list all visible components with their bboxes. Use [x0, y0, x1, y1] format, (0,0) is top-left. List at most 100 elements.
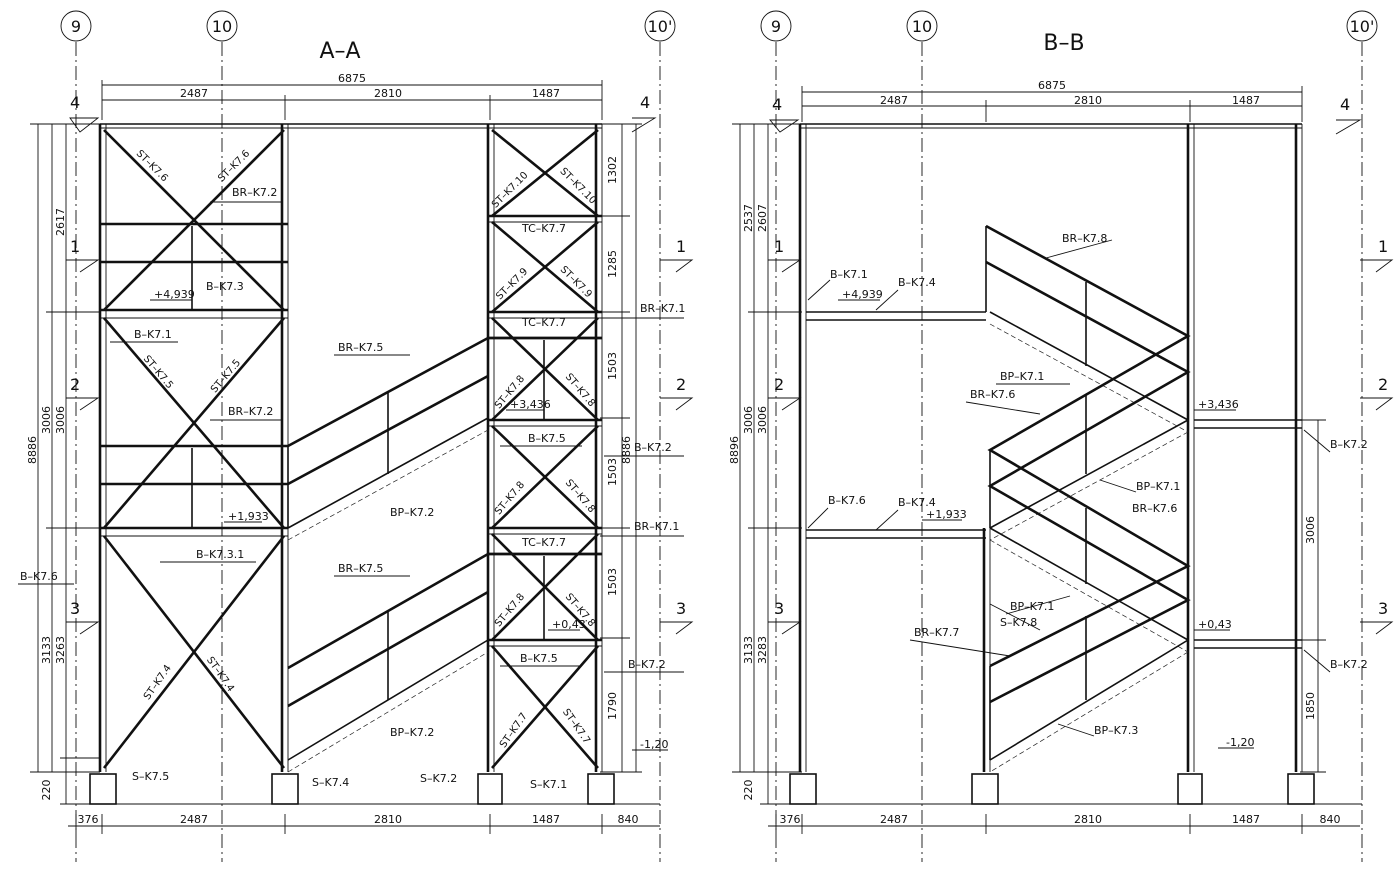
dim-bay2: 2810 — [1074, 94, 1102, 107]
label-br-k7-2: BR–K7.2 — [228, 405, 273, 418]
bottom-dimensions: 376 2487 2810 1487 840 — [68, 813, 660, 834]
level-mark: 1 — [70, 237, 80, 256]
dim-bay3: 1487 — [1232, 94, 1260, 107]
dim-right: 1285 — [606, 250, 619, 278]
dim-bottom-bay2: 2810 — [1074, 813, 1102, 826]
dim-bottom-bay3: 1487 — [1232, 813, 1260, 826]
label-br-k7-1: BR–K7.1 — [640, 302, 685, 315]
elevation-markers: +4,939 +1,933 +3,436 +0,43 -1,20 — [838, 288, 1254, 749]
grid-label-10-prime: 10' — [648, 17, 673, 36]
level-mark: 2 — [70, 375, 80, 394]
level-mark: 3 — [1378, 599, 1388, 618]
dim-right: 1790 — [606, 692, 619, 720]
elev-4939: +4,939 — [154, 288, 195, 301]
label-bp-k7-1: BP–K7.1 — [1000, 370, 1044, 383]
elevation-markers: +4,939 +1,933 +3,436 +0,43 -1,20 — [150, 288, 668, 751]
dim-bottom-bay2: 2810 — [374, 813, 402, 826]
dim-height-b: 3006 — [40, 406, 53, 434]
level-mark: 4 — [1340, 95, 1350, 114]
right-dimensions: 3006 1850 — [1300, 419, 1326, 773]
left-dimensions: 8896 2537 2607 3006 3006 3133 3283 220 — [728, 123, 802, 805]
section-a-a: 9 10 10' A–A 6875 2487 2810 1487 — [18, 10, 694, 862]
label-bp-k7-2: BP–K7.2 — [390, 506, 434, 519]
dim-bay3: 1487 — [532, 87, 560, 100]
top-dimensions: 6875 2487 2810 1487 — [801, 79, 1303, 122]
grid-label-9: 9 — [71, 17, 81, 36]
elev-043: +0,43 — [552, 618, 586, 631]
label-br-k7-5: BR–K7.5 — [338, 562, 383, 575]
label-st-k7-5: ST–K7.5 — [209, 358, 243, 396]
beams — [800, 123, 1302, 649]
label-s-k7-4: S–K7.4 — [312, 776, 349, 789]
label-b-k7-2: B–K7.2 — [1330, 658, 1368, 671]
dim-right: 1850 — [1304, 692, 1317, 720]
dim-base: 220 — [40, 780, 53, 801]
dim-height-c2: 3263 — [54, 636, 67, 664]
foundations — [60, 773, 660, 805]
level-markers: 4 4 1 1 2 2 3 3 — [66, 93, 694, 635]
label-b-k7-6: B–K7.6 — [20, 570, 58, 583]
bottom-dimensions: 376 2487 2810 1487 840 — [768, 813, 1360, 834]
dim-height-c2: 3283 — [756, 636, 769, 664]
level-mark: 4 — [70, 93, 80, 112]
label-b-k7-2: B–K7.2 — [634, 441, 672, 454]
dim-bay2: 2810 — [374, 87, 402, 100]
dim-bottom-bay3: 1487 — [532, 813, 560, 826]
left-bay-beams — [100, 222, 288, 537]
level-mark: 2 — [676, 375, 686, 394]
section-title: B–B — [1043, 31, 1084, 56]
dim-bottom-right: 840 — [1320, 813, 1341, 826]
dim-right: 3006 — [1304, 516, 1317, 544]
grid-axis-10p-b: 10' — [1346, 10, 1378, 862]
columns — [798, 124, 1303, 772]
label-st-k7-4: ST–K7.4 — [204, 655, 236, 694]
label-s-k7-2: S–K7.2 — [420, 772, 457, 785]
left-dimensions: 8886 2617 3006 3006 3133 3263 220 — [26, 123, 100, 805]
dim-bottom-left: 376 — [78, 813, 99, 826]
level-mark: 3 — [676, 599, 686, 618]
dim-total-height: 8896 — [728, 436, 741, 464]
label-bp-k7-1: BP–K7.1 — [1136, 480, 1180, 493]
label-br-k7-6: BR–K7.6 — [1132, 502, 1177, 515]
label-b-k7-1: B–K7.1 — [134, 328, 172, 341]
grid-label-10: 10 — [912, 17, 932, 36]
grid-axis-10-a: 10 — [206, 10, 238, 862]
elev-1933: +1,933 — [926, 508, 967, 521]
dim-height-a: 2617 — [54, 208, 67, 236]
dim-overall: 6875 — [1038, 79, 1066, 92]
label-b-k7-5: B–K7.5 — [520, 652, 558, 665]
elev-4939: +4,939 — [842, 288, 883, 301]
dim-total-height: 8886 — [26, 436, 39, 464]
label-s-k7-8: S–K7.8 — [1000, 616, 1037, 629]
dim-height-c: 3133 — [40, 636, 53, 664]
elev-3436: +3,436 — [1198, 398, 1239, 411]
left-bay-bracing — [102, 129, 286, 769]
dim-bottom-bay1: 2487 — [880, 813, 908, 826]
label-s-k7-1: S–K7.1 — [530, 778, 567, 791]
level-mark: 2 — [774, 375, 784, 394]
dim-height-b2: 3006 — [756, 406, 769, 434]
grid-axis-10-b: 10 — [906, 10, 938, 862]
label-b-k7-2: B–K7.2 — [628, 658, 666, 671]
label-st-k7-5: ST–K7.5 — [141, 354, 175, 392]
label-br-k7-8: BR–K7.8 — [1062, 232, 1107, 245]
foundations — [760, 773, 1362, 805]
label-b-k7-5: B–K7.5 — [528, 432, 566, 445]
level-mark: 1 — [774, 237, 784, 256]
level-mark: 3 — [70, 599, 80, 618]
dim-bottom-bay1: 2487 — [180, 813, 208, 826]
dim-height-a: 2537 — [742, 204, 755, 232]
level-mark: 1 — [1378, 237, 1388, 256]
top-dimensions: 6875 2487 2810 1487 — [101, 72, 603, 120]
dim-right: 1503 — [606, 568, 619, 596]
level-markers: 4 4 1 1 2 2 3 3 — [768, 95, 1394, 635]
dim-right: 1503 — [606, 458, 619, 486]
handrails — [287, 336, 602, 708]
label-br-k7-2: BR–K7.2 — [232, 186, 277, 199]
label-bp-k7-3: BP–K7.3 — [1094, 724, 1138, 737]
label-tc-k7-7: TC–K7.7 — [521, 316, 566, 329]
grid-axis-9-b: 9 — [760, 10, 792, 862]
stairs — [989, 311, 1189, 773]
dim-height-c: 3133 — [742, 636, 755, 664]
